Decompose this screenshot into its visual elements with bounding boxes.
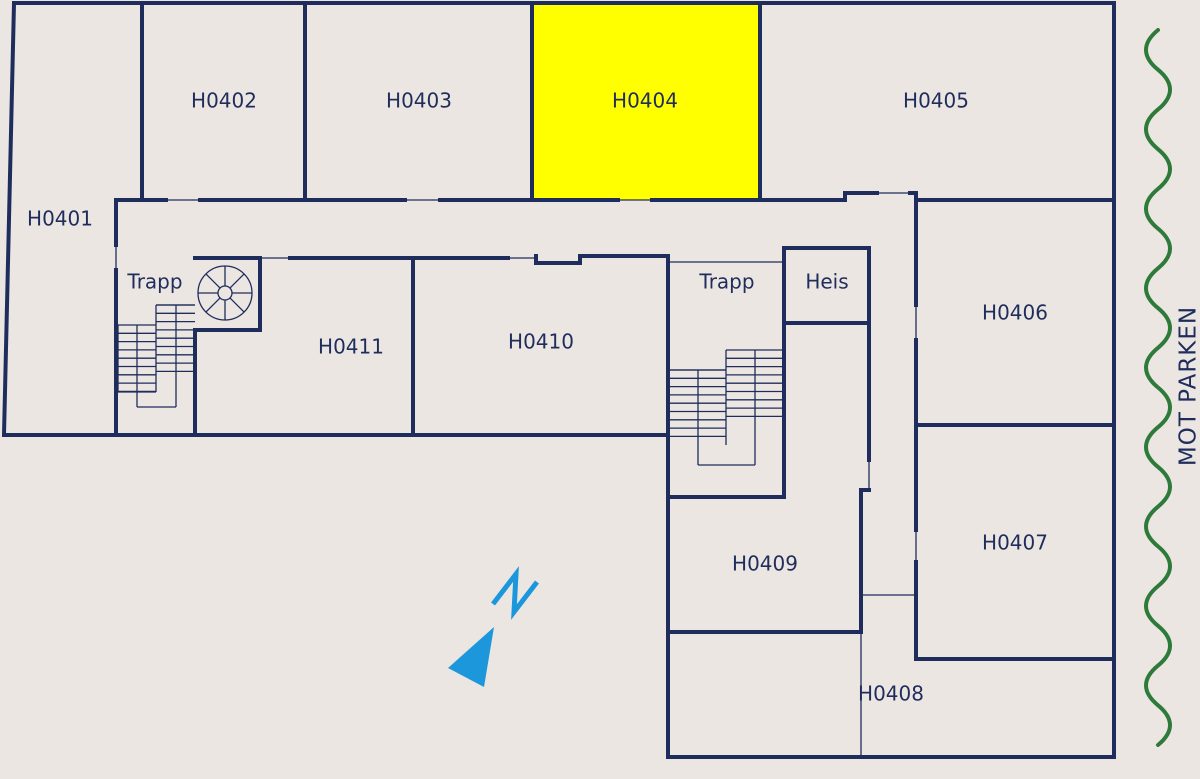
room-label-h0411[interactable]: H0411 [318,335,384,359]
room-label-h0401[interactable]: H0401 [27,207,93,231]
room-label-h0402[interactable]: H0402 [191,89,257,113]
spiral-stair-icon [197,265,253,321]
room-label-h0408[interactable]: H0408 [858,682,924,706]
elevator-label: Heis [805,270,848,294]
north-arrow-icon: N [448,566,539,687]
stair-left-icon [117,304,195,408]
side-label: MOT PARKEN [1176,306,1200,466]
room-label-h0404[interactable]: H0404 [612,89,678,113]
room-label-h0403[interactable]: H0403 [386,89,452,113]
room-label-h0410[interactable]: H0410 [508,330,574,354]
stair-right-icon [668,349,784,466]
room-label-h0407[interactable]: H0407 [982,531,1048,555]
thin-lines [115,192,917,757]
stair-right-label: Trapp [698,270,754,294]
stair-left-label: Trapp [126,270,182,294]
tree-line-icon [1144,28,1172,747]
room-h0404-highlight[interactable] [532,3,760,200]
room-label-h0409[interactable]: H0409 [732,552,798,576]
walls [1,0,1116,759]
room-label-h0406[interactable]: H0406 [982,301,1048,325]
room-label-h0405[interactable]: H0405 [903,89,969,113]
